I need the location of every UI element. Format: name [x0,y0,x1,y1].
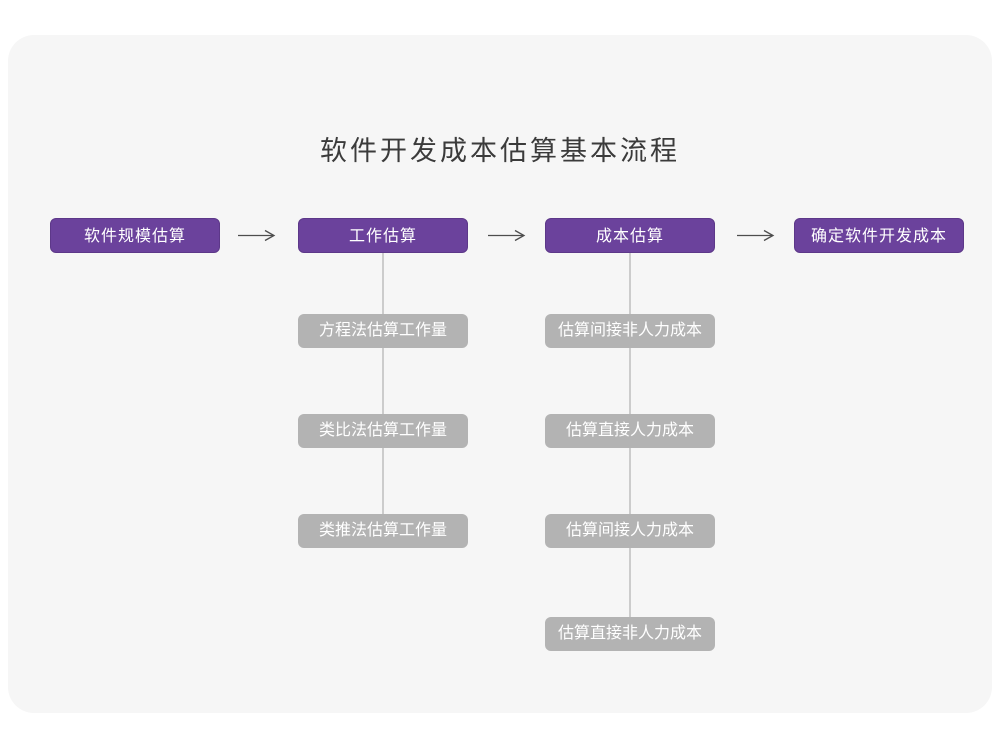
arrow-right-icon [737,229,775,242]
method-box-equation: 方程法估算工作量 [298,314,468,348]
diagram-title: 软件开发成本估算基本流程 [320,136,680,166]
stage-box-determine-cost: 确定软件开发成本 [794,218,964,253]
method-box-analogy: 类比法估算工作量 [298,414,468,448]
cost-box-direct-nonlabor: 估算直接非人力成本 [545,617,715,651]
connector-line-work [382,253,384,531]
diagram-card: 软件开发成本估算基本流程 软件规模估算 工作估算 成本估算 确定软件开发成本 方… [8,35,992,713]
arrow-right-icon [238,229,276,242]
arrow-right-icon [488,229,526,242]
stage-box-work-estimation: 工作估算 [298,218,468,253]
cost-box-indirect-nonlabor: 估算间接非人力成本 [545,314,715,348]
cost-box-indirect-labor: 估算间接人力成本 [545,514,715,548]
method-box-extrapolation: 类推法估算工作量 [298,514,468,548]
cost-box-direct-labor: 估算直接人力成本 [545,414,715,448]
stage-box-cost-estimation: 成本估算 [545,218,715,253]
stage-box-software-scale-estimation: 软件规模估算 [50,218,220,253]
